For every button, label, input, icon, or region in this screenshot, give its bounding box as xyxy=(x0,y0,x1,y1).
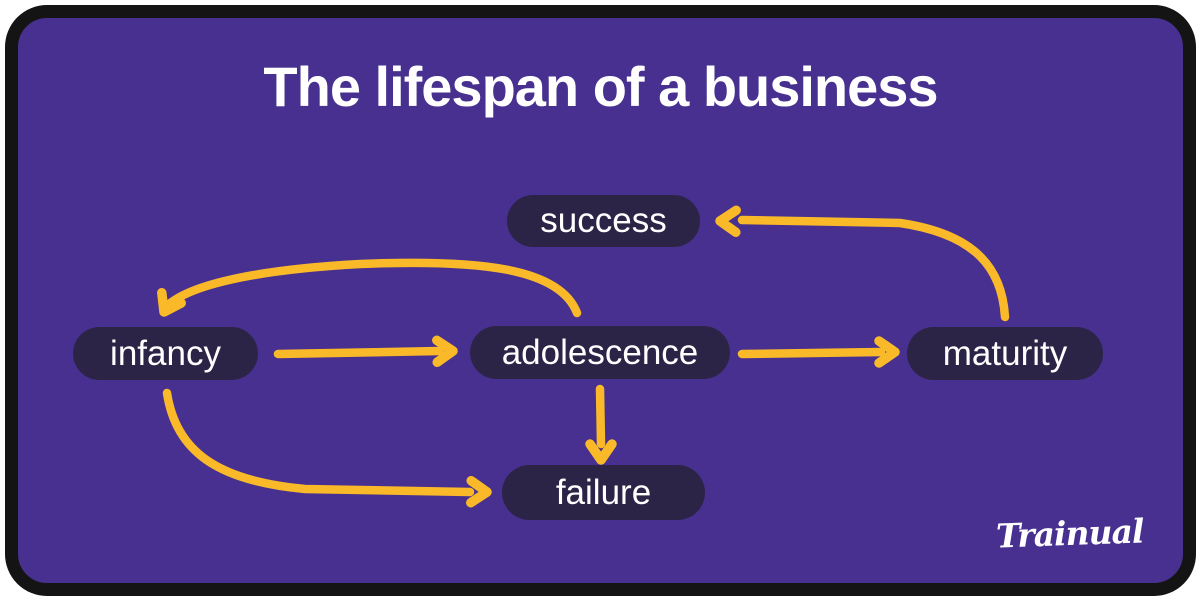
node-maturity: maturity xyxy=(907,327,1103,380)
node-success: success xyxy=(507,195,700,247)
trainual-logo: Trainual xyxy=(994,511,1144,556)
node-adolescence: adolescence xyxy=(470,326,730,379)
node-failure-label: failure xyxy=(555,472,652,512)
node-infancy: infancy xyxy=(73,327,258,380)
node-maturity-label: maturity xyxy=(942,333,1068,373)
node-adolescence-label: adolescence xyxy=(501,332,699,372)
node-infancy-label: infancy xyxy=(110,333,221,373)
node-success-label: success xyxy=(540,201,667,240)
node-failure: failure xyxy=(502,465,705,520)
page-title: The lifespan of a business xyxy=(263,55,938,118)
